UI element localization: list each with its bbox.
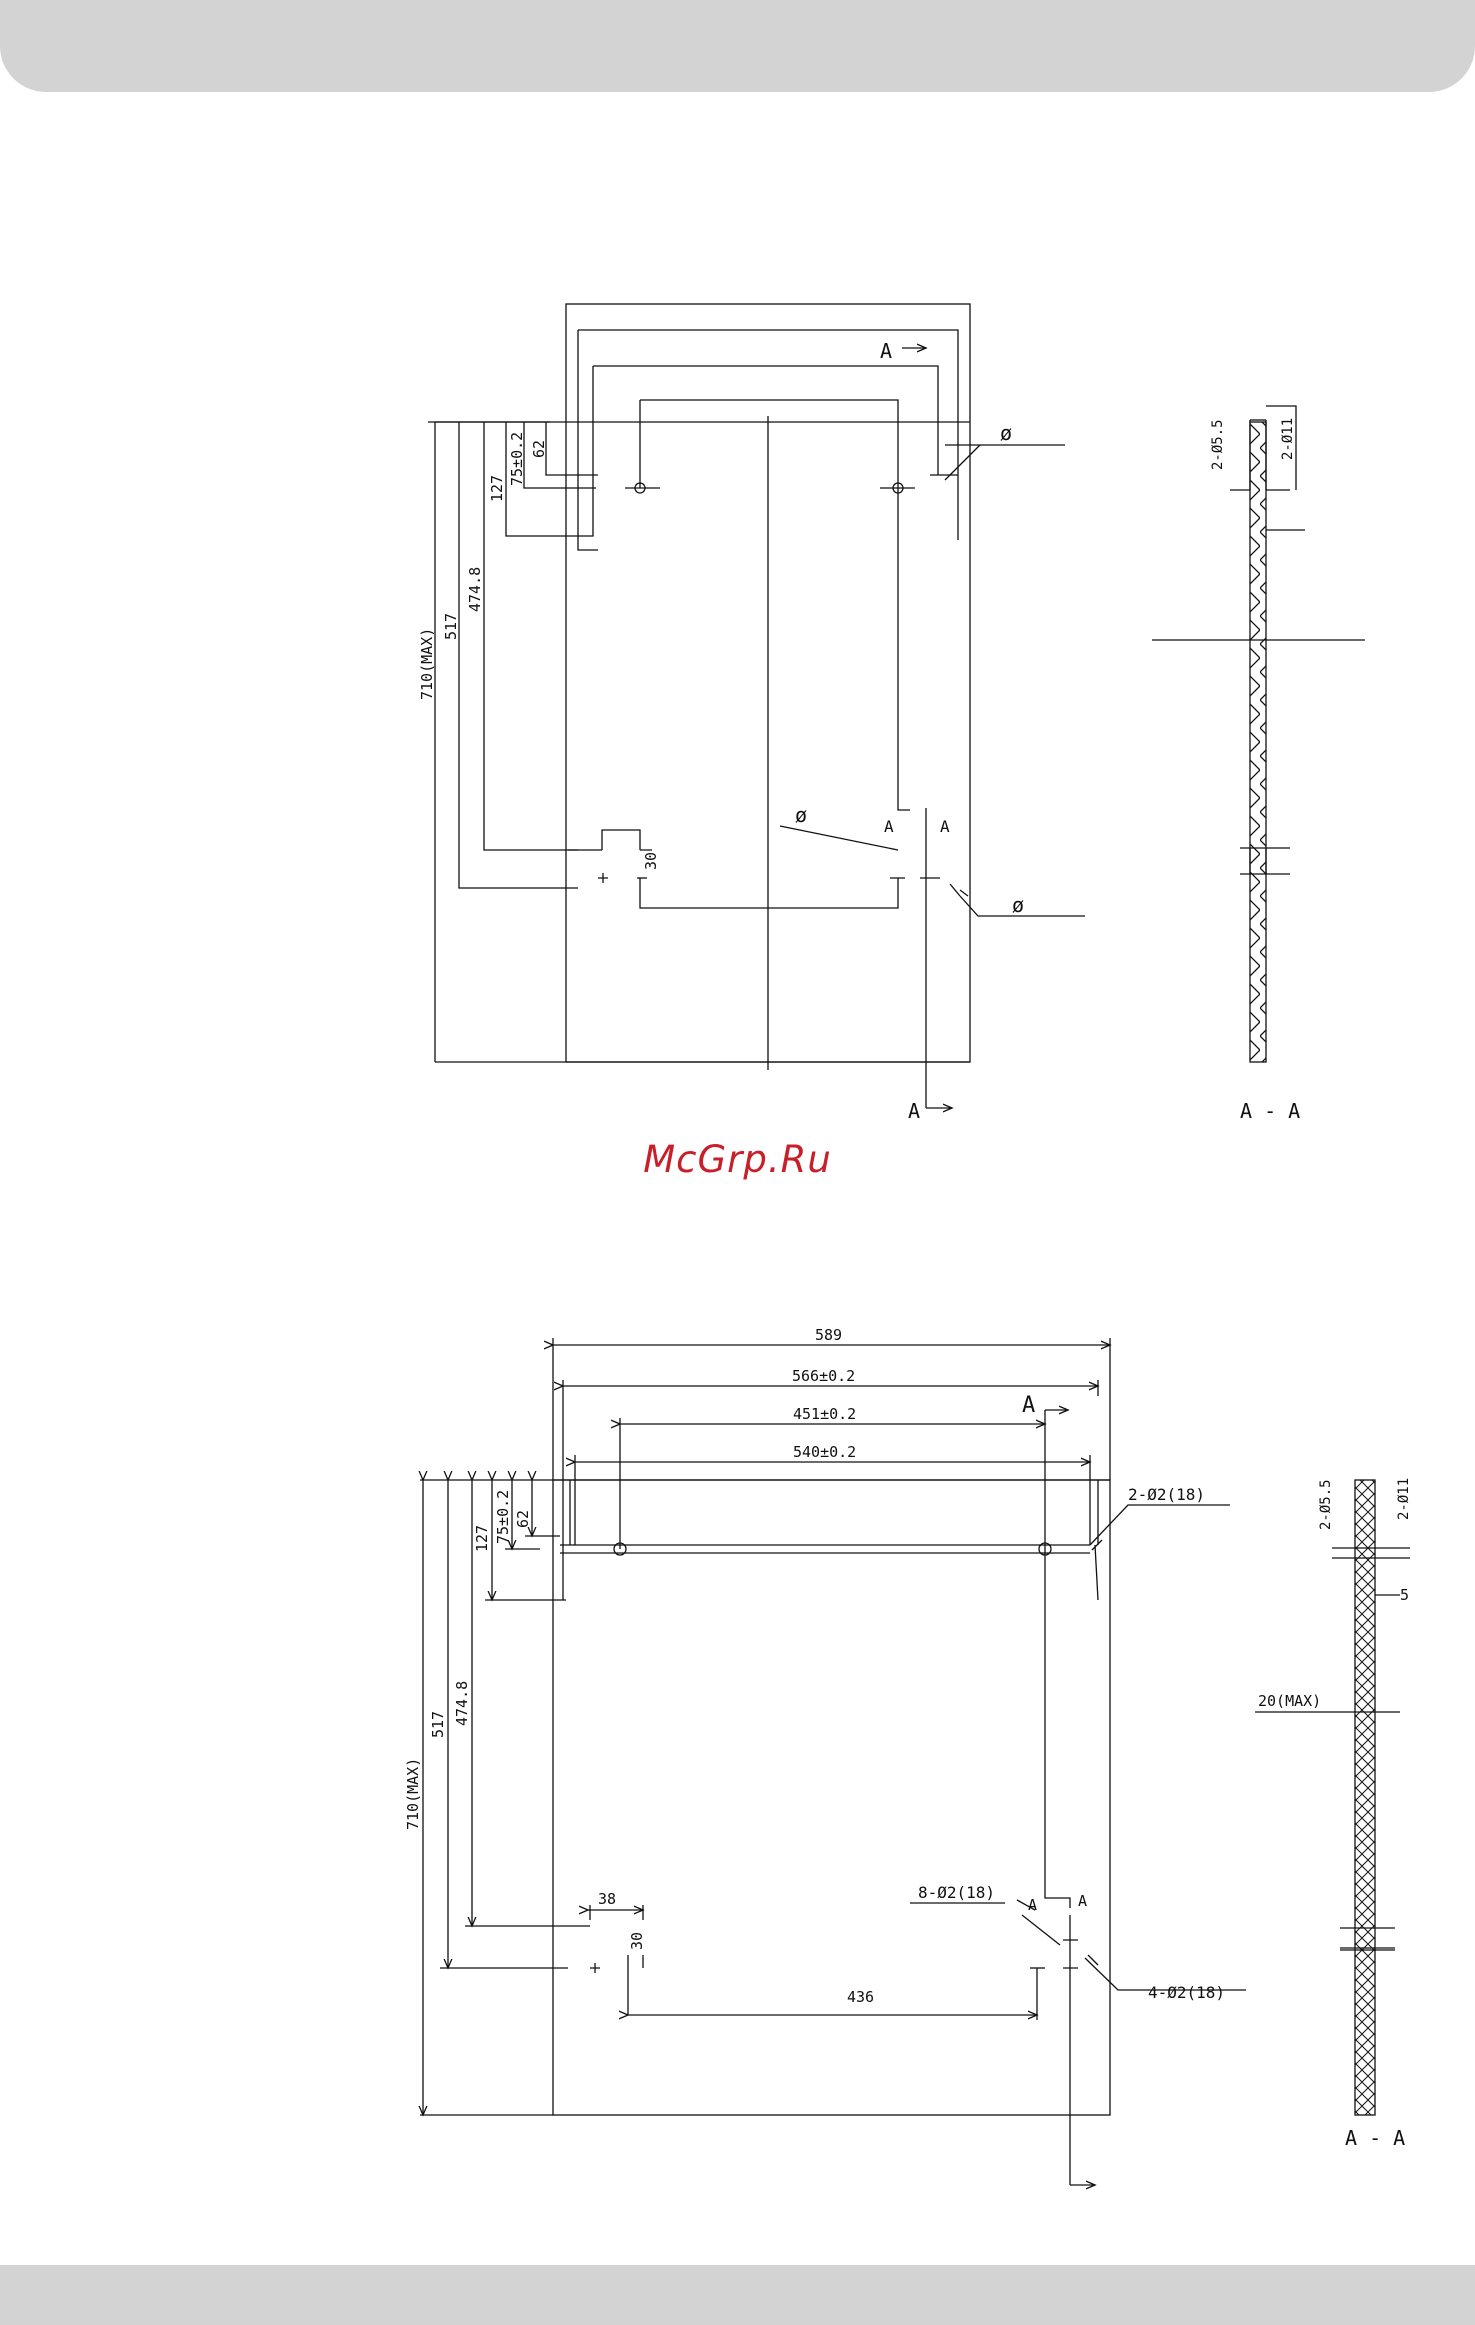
diameter-callout-mid: ø: [795, 803, 807, 827]
top-section-view: [1152, 406, 1365, 1062]
dim-127: 127: [473, 1525, 491, 1552]
dim-436: 436: [847, 1988, 874, 2006]
dim-566: 566±0.2: [792, 1367, 855, 1385]
dim-710: 710(MAX): [404, 1758, 422, 1830]
section-mark-bottom: A: [908, 1099, 920, 1123]
section-caption-top: A - A: [1240, 1099, 1300, 1123]
dim-474: 474.8: [466, 567, 484, 612]
section-mark-top: A: [880, 339, 892, 363]
side-d11: 2-Ø11: [1396, 1478, 1412, 1520]
dim-474: 474.8: [453, 1681, 471, 1726]
side-20: 20(MAX): [1258, 1692, 1321, 1710]
section-mark-top: A: [1022, 1393, 1035, 1418]
callout-8d2: 8-Ø2(18): [918, 1883, 995, 1902]
dim-540: 540±0.2: [793, 1443, 856, 1461]
dim-127: 127: [488, 475, 506, 502]
diameter-callout-top: ø: [1000, 421, 1012, 445]
side-d55: 2-Ø5.5: [1318, 1479, 1334, 1530]
watermark-text: McGrp.Ru: [0, 1138, 1475, 1181]
dim-517: 517: [442, 613, 460, 640]
bottom-section-view: [1255, 1480, 1410, 2115]
dim-30: 30: [642, 852, 660, 870]
dim-710: 710(MAX): [418, 628, 436, 700]
side-5: 5: [1400, 1586, 1409, 1604]
dim-30: 30: [628, 1932, 646, 1950]
callout-4d2: 4-Ø2(18): [1148, 1983, 1225, 2002]
bottom-section-labels: 2-Ø5.5 2-Ø11 5 20(MAX) A - A: [1258, 1478, 1412, 2150]
bottom-front-view: [420, 1338, 1246, 2185]
top-front-view-labels: A A A A ø ø ø 710(MAX) 517 474.8 127 75±…: [418, 339, 1024, 1123]
dim-451: 451±0.2: [793, 1405, 856, 1423]
dim-75: 75±0.2: [494, 1490, 512, 1544]
dim-38: 38: [598, 1890, 616, 1908]
side-d55: 2-Ø5.5: [1210, 419, 1226, 470]
dim-589: 589: [815, 1326, 842, 1344]
dim-62: 62: [530, 440, 548, 458]
section-caption-bottom: A - A: [1345, 2126, 1405, 2150]
diameter-callout-bottom: ø: [1012, 893, 1024, 917]
dim-75: 75±0.2: [508, 432, 526, 486]
callout-2d2: 2-Ø2(18): [1128, 1485, 1205, 1504]
bottom-front-view-labels: 589 566±0.2 451±0.2 540±0.2 A A A 2-Ø2(1…: [404, 1326, 1225, 2006]
section-mark-mid-left: A: [1028, 1896, 1037, 1914]
dim-517: 517: [429, 1711, 447, 1738]
dim-62: 62: [514, 1510, 532, 1528]
section-mark-mid-left: A: [884, 817, 894, 836]
side-d11: 2-Ø11: [1280, 418, 1296, 460]
section-mark-mid-right: A: [940, 817, 950, 836]
top-front-view: [428, 304, 1085, 1108]
section-mark-mid: A: [1078, 1892, 1087, 1910]
